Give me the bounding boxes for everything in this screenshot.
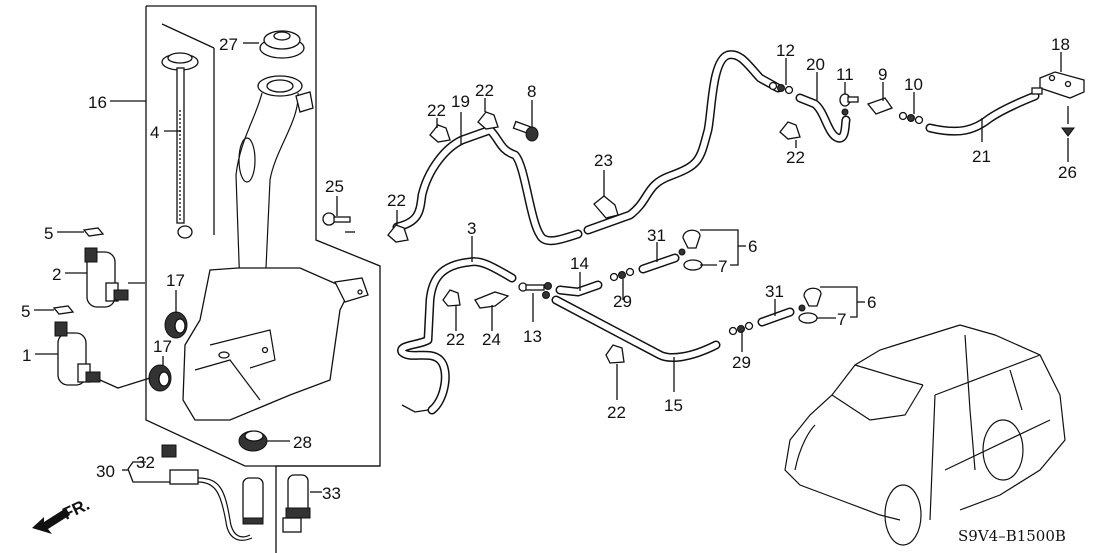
callout-27: 27 [219,35,238,54]
callout-22-b: 22 [427,101,446,120]
callout-5-lower: 5 [21,302,30,321]
callout-32: 32 [136,453,155,472]
callout-28: 28 [293,433,312,452]
hose-20 [795,93,851,143]
hose-15 [551,295,721,362]
washer-nozzle-6-lower [798,287,822,312]
clamp-22-c [477,111,499,130]
callout-7-lower: 7 [837,310,846,329]
callout-31-lower: 31 [765,282,784,301]
grommet-17-lower [148,364,172,392]
washer-reservoir-tank [182,267,369,421]
clamp-22-d [779,121,801,140]
callout-31-upper: 31 [647,226,666,245]
gasket-7-upper [683,259,703,271]
filler-neck [235,75,314,291]
callout-6-lower: 6 [867,293,876,312]
callout-1: 1 [22,346,31,365]
callout-26: 26 [1058,163,1077,182]
washer-level-gauge [161,52,199,239]
hose-3 [397,257,517,415]
hose-31-lower [757,307,795,327]
washer-pump-2 [84,247,145,308]
front-direction-arrow-icon [32,508,70,534]
callout-17-lower: 17 [153,337,172,356]
hose-upper-long [583,50,783,235]
bolt-25 [322,212,355,233]
callout-22-d: 22 [786,148,805,167]
callout-17-upper: 17 [166,271,185,290]
grommet-28 [238,430,268,452]
washer-pump-1 [54,321,151,389]
callout-18: 18 [1051,35,1070,54]
gasket-5-lower [52,305,75,315]
clip-23 [593,195,619,219]
joint-29-upper [609,267,635,282]
callout-7-upper: 7 [718,257,727,276]
callout-33: 33 [322,484,341,503]
callout-labels: 16 4 27 25 5 2 5 1 17 17 28 30 32 33 22 … [21,35,1077,503]
reservoir-cap [259,30,305,59]
callout-2: 2 [52,265,61,284]
screw-26 [1061,106,1075,137]
callout-22-a: 22 [387,191,406,210]
callout-19: 19 [451,92,470,111]
callout-23: 23 [594,151,613,170]
hose-31-upper [638,253,680,274]
pump-harness-30 [161,444,264,541]
clamp-22-b [429,124,451,143]
grommet-8 [512,120,539,142]
callout-9: 9 [878,65,887,84]
washer-motor-33 [282,474,311,533]
grommet-17-upper [164,311,188,339]
front-direction-label: FR. [60,495,93,524]
joint-10 [898,111,924,125]
hose-19 [392,125,583,246]
callout-12: 12 [776,41,795,60]
callout-20: 20 [806,55,825,74]
clamp-22-e [442,289,461,307]
callout-8: 8 [527,82,536,101]
callout-22-e: 22 [446,330,465,349]
elbow-joint-11 [839,93,859,116]
gasket-5-upper [82,227,105,237]
callout-22-f: 22 [607,403,626,422]
callout-30: 30 [96,462,115,481]
callout-3: 3 [467,219,476,238]
callout-14: 14 [570,254,589,273]
hose-21 [925,91,1040,136]
clip-24 [474,291,510,309]
diagram-reference-code: S9V4–B1500B [958,527,1066,545]
callout-22-c: 22 [475,81,494,100]
joint-12 [768,81,794,95]
callout-25: 25 [325,177,344,196]
callout-11: 11 [836,65,854,84]
callout-10: 10 [904,75,923,94]
rear-nozzle-18 [1031,71,1085,99]
callout-29-lower: 29 [732,353,751,372]
callout-21: 21 [972,147,991,166]
joint-29-lower [728,321,754,336]
callout-15: 15 [664,396,683,415]
clamp-22-a [387,224,409,243]
hose-14 [555,280,603,297]
callout-4: 4 [150,123,159,142]
leader-lines [34,42,1069,493]
joint-13 [518,282,552,299]
gasket-7-lower [798,312,818,324]
clamp-22-f [605,344,625,364]
callout-16: 16 [88,93,107,112]
check-valve-9 [866,97,894,115]
callout-13: 13 [523,327,542,346]
callout-6-upper: 6 [748,237,757,256]
callout-24: 24 [482,330,501,349]
callout-5-upper: 5 [44,224,53,243]
washer-nozzle-6-upper [678,229,701,256]
callout-29-upper: 29 [613,292,632,311]
reservoir-assembly-frame [145,5,381,553]
vehicle-outline [784,324,1066,546]
